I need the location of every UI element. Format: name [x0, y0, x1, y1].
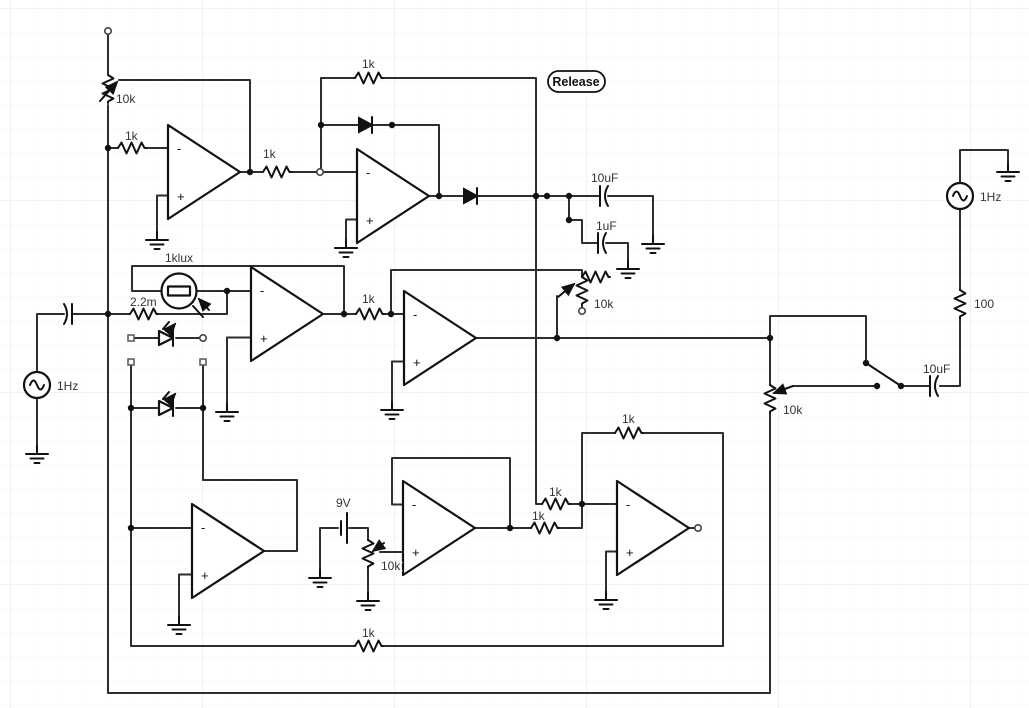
resistor-bottom-loop-label: 1k — [362, 626, 376, 640]
opamp-2[interactable]: - + — [355, 147, 431, 245]
opamp-6[interactable]: - + — [615, 479, 691, 577]
resistor-stage5-to-stage6-label: 1k — [532, 509, 546, 523]
resistor-stage6-feedback-label: 1k — [622, 412, 636, 426]
battery-9v-label: 9V — [336, 496, 351, 510]
ac-source-right-label: 1Hz — [980, 190, 1001, 204]
capacitor-envelope-10uF[interactable]: 10uF — [590, 170, 620, 207]
opamp-5-plus: + — [412, 545, 420, 560]
junction-dots — [104, 121, 774, 532]
opamp-7-minus: - — [201, 520, 205, 535]
opamp-2-minus: - — [366, 165, 370, 180]
wire-left-frame[interactable] — [107, 33, 771, 694]
potentiometer-input-10k[interactable]: 10k — [99, 74, 138, 107]
resistor-stage6-feedback-1k[interactable]: 1k — [614, 411, 644, 440]
resistor-photocell-input-label: 2.2m — [130, 295, 157, 309]
battery-9v[interactable]: 9V — [335, 495, 352, 544]
potentiometer-input-10k-label: 10k — [116, 92, 136, 106]
release-annotation-label: Release — [552, 75, 599, 89]
potentiometer-reference-10k[interactable]: 10k — [361, 539, 403, 574]
opamp-6-minus: - — [626, 497, 630, 512]
switch-output[interactable] — [862, 359, 905, 390]
photoresistor-label: 1klux — [165, 251, 193, 265]
opamp-2-plus: + — [366, 213, 374, 228]
potentiometer-reference-10k-label: 10k — [381, 559, 401, 573]
resistor-series-100-label: 100 — [974, 297, 994, 311]
resistor-stage1-output-1k[interactable]: 1k — [262, 146, 292, 179]
opamp-4[interactable]: - + — [402, 289, 478, 387]
opamp-7-plus: + — [201, 568, 209, 583]
opamp-5[interactable]: - + — [401, 479, 477, 577]
wire-stage6[interactable] — [569, 432, 724, 647]
resistor-stage3-to-stage4-1k[interactable]: 1k — [355, 291, 385, 321]
opamp-4-plus: + — [413, 355, 421, 370]
opamp-3-plus: + — [260, 331, 268, 346]
wire-right-output[interactable] — [769, 149, 1009, 387]
potentiometer-output-10k[interactable]: 10k — [763, 383, 805, 418]
resistor-envelope-to-stage6-label: 1k — [549, 485, 563, 499]
resistor-stage2-feedback-label: 1k — [362, 57, 376, 71]
ac-source-left[interactable]: 1Hz — [22, 370, 80, 400]
open-terminals[interactable] — [104, 26, 702, 532]
capacitor-output-label: 10uF — [923, 362, 950, 376]
resistor-series-100[interactable]: 100 — [953, 289, 996, 319]
capacitor-envelope-1uF[interactable]: 1uF — [595, 218, 618, 254]
opamp-6-plus: + — [626, 545, 634, 560]
capacitor-envelope2-label: 1uF — [596, 219, 617, 233]
opamp-3[interactable]: - + — [249, 265, 325, 363]
opamp-5-minus: - — [412, 497, 416, 512]
potentiometer-output-10k-label: 10k — [783, 403, 803, 417]
resistor-envelope-to-stage6-1k[interactable]: 1k — [541, 484, 571, 511]
photoresistor-1klux[interactable]: 1klux — [160, 250, 210, 318]
opamp-4-minus: - — [413, 307, 417, 322]
opamp-3-minus: - — [260, 283, 264, 298]
capacitor-envelope-label: 10uF — [591, 171, 618, 185]
ac-source-right[interactable]: 1Hz — [945, 181, 1003, 211]
resistor-stage5-to-stage6-1k[interactable]: 1k — [530, 508, 560, 535]
resistor-bottom-loop-1k[interactable]: 1k — [354, 625, 384, 653]
potentiometer-gain-10k-label: 10k — [594, 297, 614, 311]
opamp-1-plus: + — [177, 189, 185, 204]
release-annotation[interactable]: Release — [547, 70, 606, 93]
opamp-7[interactable]: - + — [190, 502, 266, 600]
opamp-1-minus: - — [177, 141, 181, 156]
resistor-stage1-input-label: 1k — [125, 129, 139, 143]
resistor-stage2-feedback-1k[interactable]: 1k — [354, 56, 384, 85]
resistor-stage1-output-label: 1k — [263, 147, 277, 161]
resistor-photocell-input-2.2m[interactable]: 2.2m — [129, 294, 159, 321]
capacitor-output-10uF[interactable]: 10uF — [922, 361, 952, 397]
wire-bottom-loop[interactable] — [130, 337, 724, 647]
wire-stage3[interactable] — [36, 265, 357, 447]
wire-stage5[interactable] — [319, 457, 583, 594]
opamp-1[interactable]: - + — [166, 123, 242, 221]
potentiometer-gain-10k[interactable]: 10k — [557, 270, 616, 312]
ac-source-left-label: 1Hz — [57, 379, 78, 393]
resistor-stage3-to-stage4-label: 1k — [362, 292, 376, 306]
resistor-stage1-input-1k[interactable]: 1k — [117, 128, 147, 155]
